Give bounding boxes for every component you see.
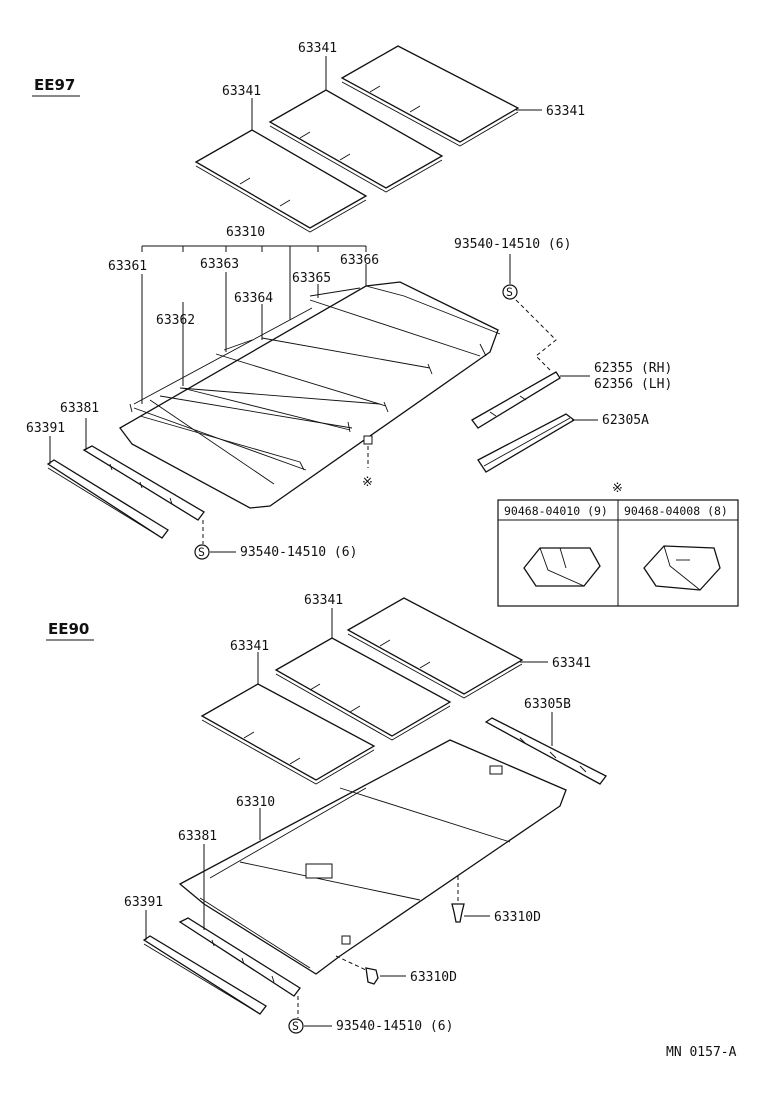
label-63310d-right: 63310D (494, 910, 541, 925)
screw-icon-top-ee97: S (502, 254, 557, 373)
pad-panel-left (194, 129, 368, 233)
label-63341-top-ee90: 63341 (304, 593, 343, 608)
label-62355: 62355 (RH) (594, 361, 672, 376)
clip-d-lower-icon (335, 955, 406, 985)
side-rail-upper (471, 371, 561, 429)
front-rail-ee90 (142, 935, 267, 1015)
label-63361: 63361 (108, 259, 147, 274)
label-63341-right: 63341 (546, 104, 585, 119)
label-63310-ee90: 63310 (236, 795, 275, 810)
clip-a-icon (523, 547, 601, 587)
label-63310-ee97: 63310 (226, 225, 265, 240)
pad-panel-top-ee90 (346, 597, 524, 699)
pad-panel-top (340, 45, 520, 147)
marker-symbol-ee97: ※ (362, 475, 373, 490)
label-63341-left-ee90: 63341 (230, 639, 269, 654)
label-63310d-lower: 63310D (410, 970, 457, 985)
pad-panel-left-ee90 (200, 683, 376, 785)
roof-wires (129, 287, 481, 485)
label-63381-ee97: 63381 (60, 401, 99, 416)
label-63381-ee90: 63381 (178, 829, 217, 844)
section-ee90: EE90 63341 63341 63341 (46, 593, 607, 1034)
label-63341-left: 63341 (222, 84, 261, 99)
label-62356: 62356 (LH) (594, 377, 672, 392)
front-trim-ee90 (178, 917, 301, 997)
label-63391-ee97: 63391 (26, 421, 65, 436)
label-63364: 63364 (234, 291, 273, 306)
side-rail-lower (477, 413, 576, 473)
pad-panel-middle (268, 89, 444, 193)
label-63363: 63363 (200, 257, 239, 272)
label-63362: 63362 (156, 313, 195, 328)
clip-b-icon (643, 545, 721, 591)
footer-code: MN 0157-A (666, 1045, 737, 1060)
section-label-ee97: EE97 (34, 76, 75, 94)
label-62305a: 62305A (602, 413, 649, 428)
section-ee97: EE97 63341 63341 63341 (26, 41, 672, 560)
clip-a-label: 90468-04010 (9) (504, 504, 608, 518)
screw-symbol-1: S (198, 545, 205, 559)
clips-box-marker: ※ (612, 481, 623, 496)
pad-panel-middle-ee90 (274, 637, 452, 741)
clip-marker-icon (363, 435, 373, 468)
label-63341-right-ee90: 63341 (552, 656, 591, 671)
label-63365: 63365 (292, 271, 331, 286)
headliner-group-bracket (141, 245, 367, 404)
screw-symbol-3: S (292, 1019, 299, 1033)
label-63341-top: 63341 (298, 41, 337, 56)
front-rail-ee97 (46, 459, 169, 539)
label-63366: 63366 (340, 253, 379, 268)
headliner-ee97 (119, 281, 501, 509)
headliner-ee90 (178, 739, 567, 975)
screw-icon-bottom-ee97: S (194, 520, 236, 560)
section-label-ee90: EE90 (48, 620, 89, 638)
label-screw-top-ee97: 93540-14510 (6) (454, 237, 571, 252)
label-screw-ee90: 93540-14510 (6) (336, 1019, 453, 1034)
clip-d-right-icon (451, 876, 490, 923)
label-63305b: 63305B (524, 697, 571, 712)
rear-trim-ee90 (484, 717, 607, 785)
clip-b-label: 90468-04008 (8) (624, 504, 728, 518)
front-trim-ee97 (82, 445, 205, 521)
screw-icon-ee90: S (288, 996, 332, 1034)
screw-symbol-2: S (506, 285, 513, 299)
clips-box: ※ 90468-04010 (9) 90468-04008 (8) (497, 481, 739, 607)
label-screw-bottom-ee97: 93540-14510 (6) (240, 545, 357, 560)
label-63391-ee90: 63391 (124, 895, 163, 910)
